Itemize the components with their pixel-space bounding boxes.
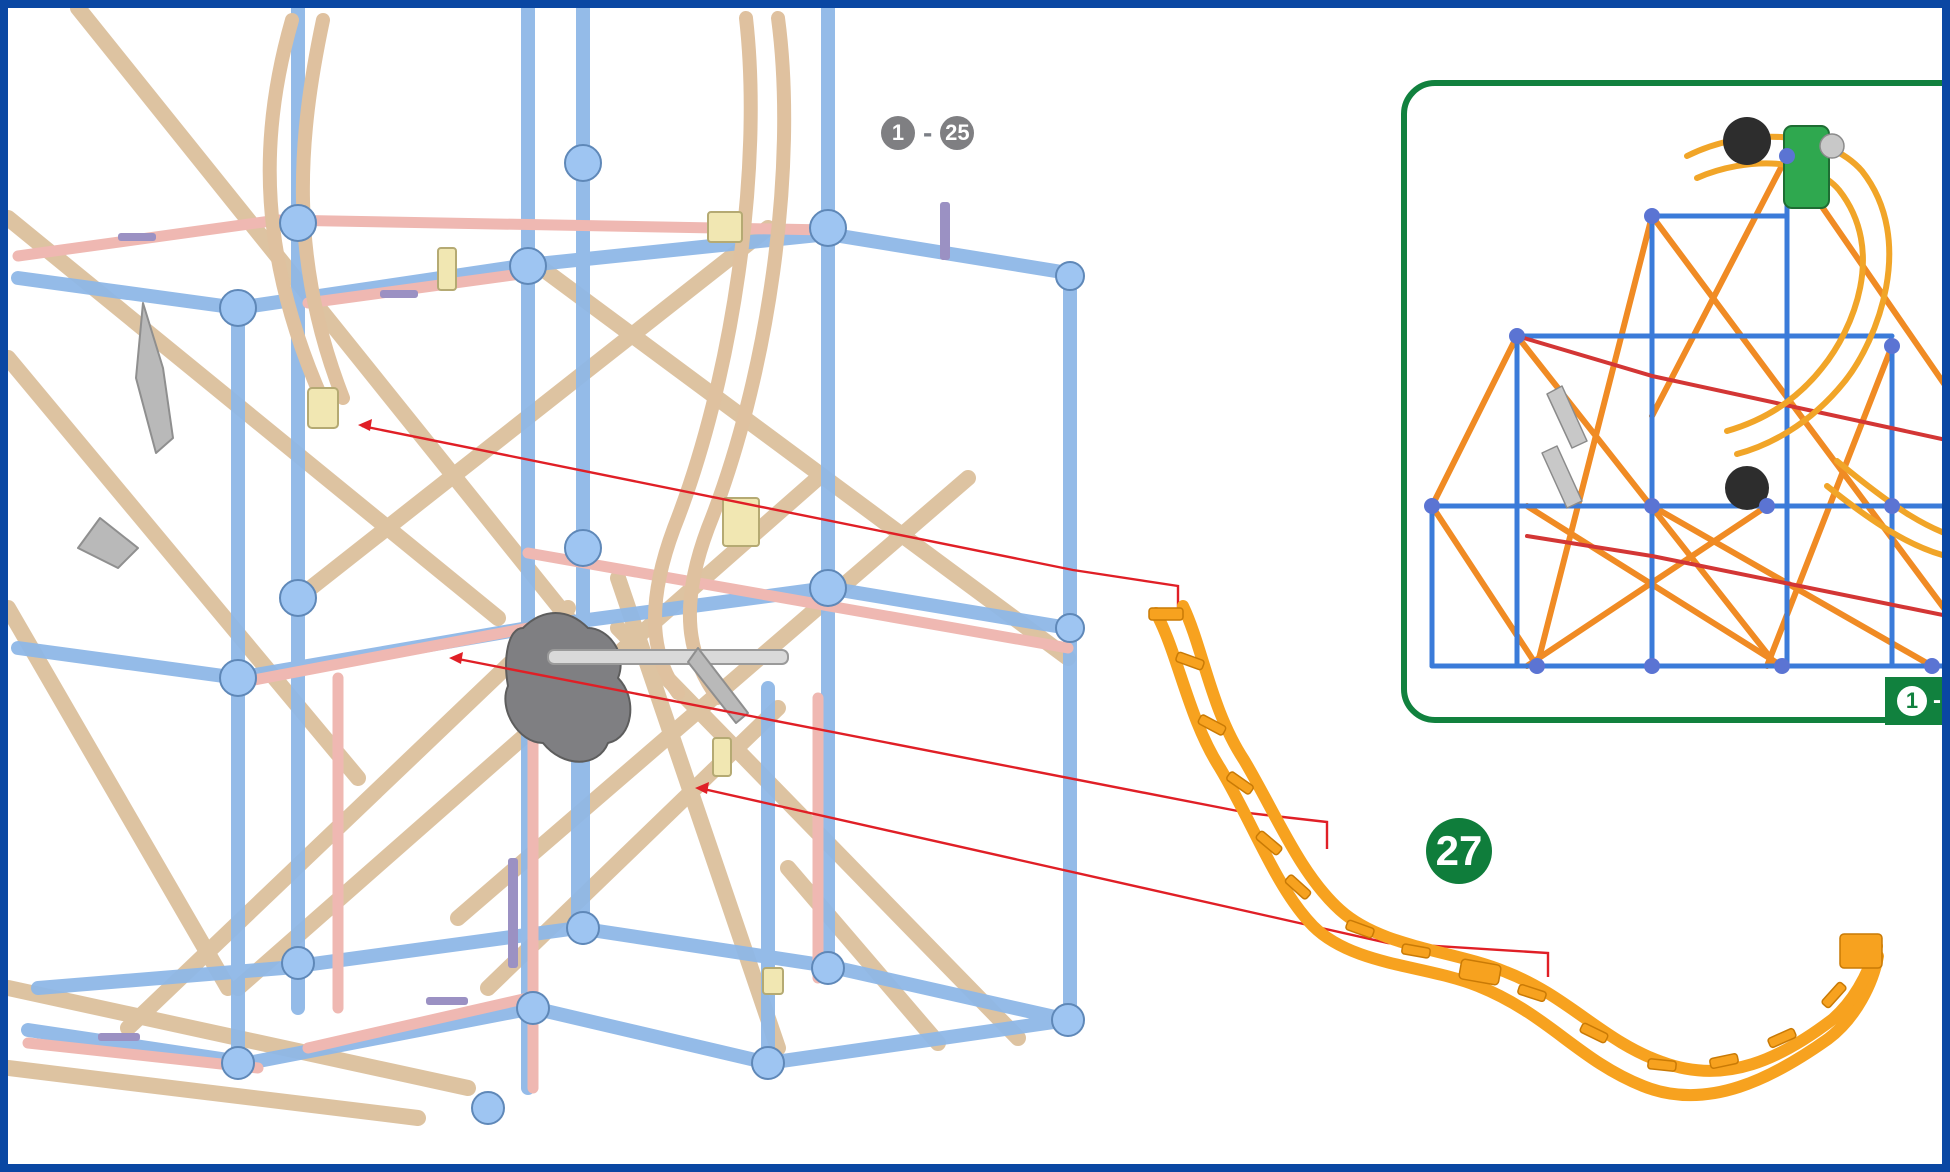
range-start-badge: 1: [881, 116, 915, 150]
step-number-badge: 27: [1426, 818, 1492, 884]
inset-separator: -: [1933, 687, 1941, 714]
reference-inset-panel: [1401, 80, 1942, 723]
range-separator: -: [923, 117, 933, 148]
range-end-badge: 25: [940, 116, 975, 150]
inset-illustration: [1424, 117, 1942, 674]
inset-label-strip: 1 -: [1885, 677, 1942, 725]
main-assembly-illustration: [8, 8, 1884, 1126]
inset-start-badge: 1: [1897, 686, 1927, 716]
step-range-label: 1 - 25: [881, 116, 975, 150]
